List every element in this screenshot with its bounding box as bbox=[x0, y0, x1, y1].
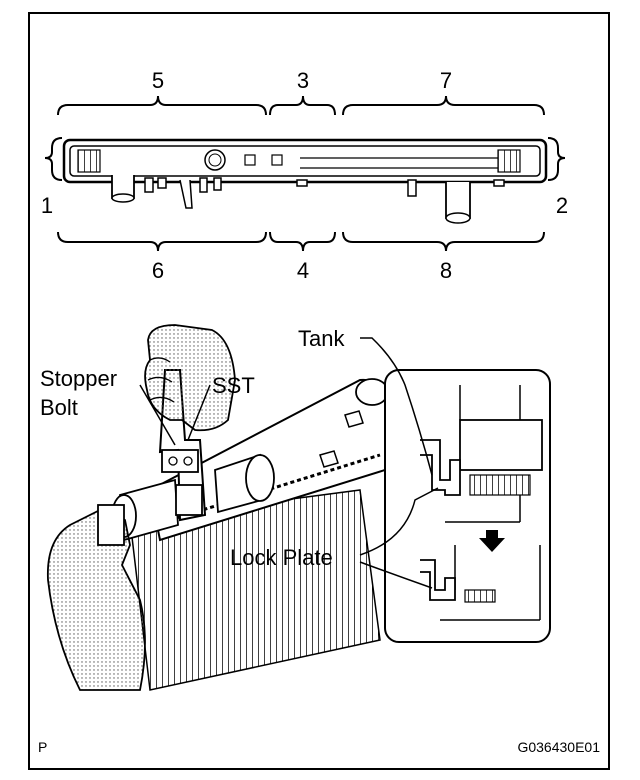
inset-detail bbox=[384, 369, 551, 643]
radiator-tank bbox=[62, 138, 548, 224]
tank-label: Tank bbox=[298, 326, 345, 351]
lower-hand bbox=[46, 509, 146, 691]
brace-section-6 bbox=[57, 231, 267, 252]
sst-label: SST bbox=[212, 373, 255, 398]
down-arrow-icon bbox=[479, 530, 505, 552]
label-section-7: 7 bbox=[440, 68, 452, 93]
lock-plate-leader-2 bbox=[359, 561, 433, 589]
brace-section-3 bbox=[269, 95, 336, 116]
tank-leader bbox=[360, 337, 433, 476]
brace-section-7 bbox=[342, 95, 545, 116]
stopper-bolt-label-line2: Bolt bbox=[40, 395, 78, 420]
label-section-4: 4 bbox=[297, 258, 309, 283]
brace-section-4 bbox=[269, 231, 336, 252]
label-section-3: 3 bbox=[297, 68, 309, 93]
sst-leader bbox=[187, 384, 211, 441]
figure-code: G036430E01 bbox=[517, 739, 600, 755]
page-mark: P bbox=[38, 739, 47, 755]
brace-section-8 bbox=[342, 231, 545, 252]
label-section-2: 2 bbox=[556, 193, 568, 218]
stopper-bolt-leader bbox=[139, 384, 176, 446]
brace-section-5 bbox=[57, 95, 267, 116]
label-section-5: 5 bbox=[152, 68, 164, 93]
stopper-bolt-label-line1: Stopper bbox=[40, 366, 117, 391]
bottom-diagram: Tank Stopper Bolt SST Lock Plate bbox=[40, 324, 551, 691]
brace-section-2 bbox=[547, 137, 566, 181]
top-diagram: 5 3 7 1 2 6 4 8 bbox=[41, 68, 568, 283]
label-section-1: 1 bbox=[41, 193, 53, 218]
lock-plate-label: Lock Plate bbox=[230, 545, 333, 570]
lock-plate-leader-1 bbox=[359, 487, 439, 556]
upper-hand bbox=[144, 324, 236, 432]
brace-section-1 bbox=[44, 137, 63, 181]
figure-frame bbox=[28, 12, 610, 770]
label-section-8: 8 bbox=[440, 258, 452, 283]
label-section-6: 6 bbox=[152, 258, 164, 283]
